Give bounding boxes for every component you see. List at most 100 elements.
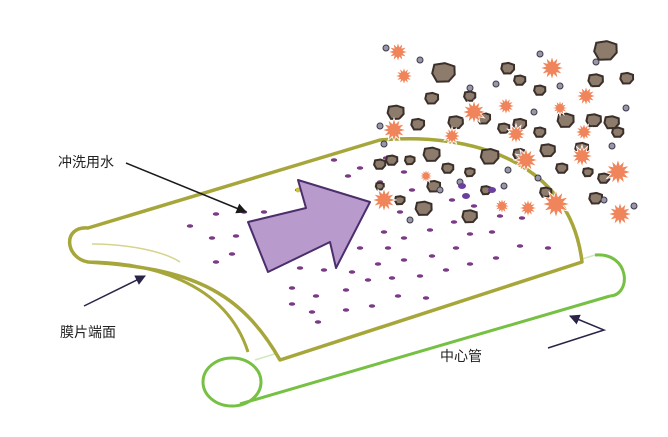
foulant-dot — [288, 302, 296, 306]
foulant-particle — [410, 117, 426, 131]
foulant-dot — [452, 246, 460, 250]
foulant-dot — [400, 258, 408, 262]
foulant-particle — [606, 200, 634, 228]
foulant-particle — [569, 143, 595, 169]
foulant-particle — [458, 183, 466, 189]
foulant-particle — [414, 200, 433, 216]
foulant-particle — [574, 84, 598, 108]
membrane-end-label: 膜片端面 — [60, 325, 116, 341]
foulant-dot — [312, 294, 320, 298]
foulant-particle — [530, 108, 538, 116]
membrane-sheet — [67, 136, 584, 362]
foulant-dot — [348, 270, 356, 274]
foulant-dot — [212, 260, 220, 264]
foulant-dot — [342, 288, 350, 292]
foulant-particle — [587, 73, 604, 88]
foulant-particle — [597, 172, 611, 184]
foulant-particle — [447, 115, 464, 130]
foulant-dot — [228, 252, 236, 256]
foulant-particle — [533, 126, 547, 138]
foulant-particle — [517, 197, 539, 219]
foulant-dot — [260, 210, 268, 214]
foulant-particle — [492, 196, 512, 216]
foulant-dot — [448, 198, 456, 202]
foulant-particle — [603, 115, 620, 130]
foulant-dot — [308, 310, 316, 314]
foulant-dot — [296, 266, 304, 270]
foulant-dot — [342, 308, 350, 312]
foulant-dot — [364, 278, 372, 282]
foulant-particle — [495, 95, 517, 117]
foulant-particle — [374, 181, 385, 191]
foulant-particle — [385, 154, 399, 166]
foulant-particle — [550, 98, 570, 118]
foulant-particle — [463, 167, 476, 178]
foulant-particle — [497, 122, 511, 134]
foulant-dot — [330, 158, 338, 162]
foulant-particle — [463, 90, 477, 102]
foulant-particle — [461, 209, 478, 224]
foulant-particle — [488, 187, 496, 193]
foulant-particle — [585, 113, 602, 128]
foulant-particle — [588, 191, 604, 205]
foulant-particle — [466, 84, 474, 92]
foulant-dot — [400, 170, 408, 174]
foulant-particle — [386, 40, 410, 64]
foulant-particle — [538, 54, 566, 82]
foulant-particle — [393, 195, 406, 206]
foulant-particle — [504, 122, 528, 146]
flush-direction-arrow — [247, 179, 371, 273]
foulant-dot — [356, 166, 364, 170]
foulant-dot — [400, 236, 408, 240]
foulant-particle — [533, 84, 547, 96]
foulant-dot — [422, 296, 430, 300]
foulant-dot — [450, 220, 458, 224]
foulant-particle — [393, 65, 415, 87]
foulant-particle — [512, 146, 540, 174]
foulant-particle — [376, 122, 384, 130]
foulant-particle — [500, 182, 508, 190]
foulant-dot — [396, 210, 404, 214]
foulant-particle — [539, 186, 553, 198]
foulant-particle — [619, 71, 635, 85]
foulant-particle — [600, 196, 608, 204]
foulant-dot — [544, 246, 552, 250]
foulant-dot — [442, 268, 450, 272]
foulant-particle — [424, 91, 440, 105]
foulant-dot — [488, 230, 496, 234]
foulant-particle — [540, 188, 572, 220]
foulant-dot — [426, 228, 434, 232]
foulant-particle — [556, 82, 564, 90]
foulant-particle — [403, 155, 416, 166]
foulant-dot — [416, 274, 424, 278]
foulant-particle — [370, 186, 398, 214]
foulant-particle — [417, 167, 435, 185]
membrane-end-pointer — [83, 275, 146, 307]
foulant-dot — [492, 256, 500, 260]
foulant-dot — [428, 254, 436, 258]
foulant-dot — [212, 212, 220, 216]
foulant-particle — [622, 104, 630, 112]
center-tube-label: 中心管 — [440, 349, 482, 365]
foulant-particle — [581, 167, 594, 178]
foulant-dot — [384, 246, 392, 250]
foulant-particle — [608, 142, 616, 150]
foulant-particle — [479, 147, 500, 165]
foulant-particle — [431, 62, 456, 83]
foulant-dot — [394, 294, 402, 298]
foulant-dot — [516, 244, 524, 248]
foulant-particle — [500, 61, 516, 75]
foulant-particle — [573, 121, 595, 143]
foulant-particle — [630, 202, 638, 210]
foulant-dot — [496, 214, 504, 218]
foulant-particle — [436, 186, 444, 194]
foulant-particle — [513, 74, 527, 86]
foulant-particle — [539, 143, 556, 158]
foulant-particle — [416, 56, 424, 64]
foulant-particle — [611, 126, 625, 138]
foulant-particle — [460, 98, 488, 126]
foulant-dot — [344, 174, 352, 178]
foulant-particle — [462, 193, 470, 199]
